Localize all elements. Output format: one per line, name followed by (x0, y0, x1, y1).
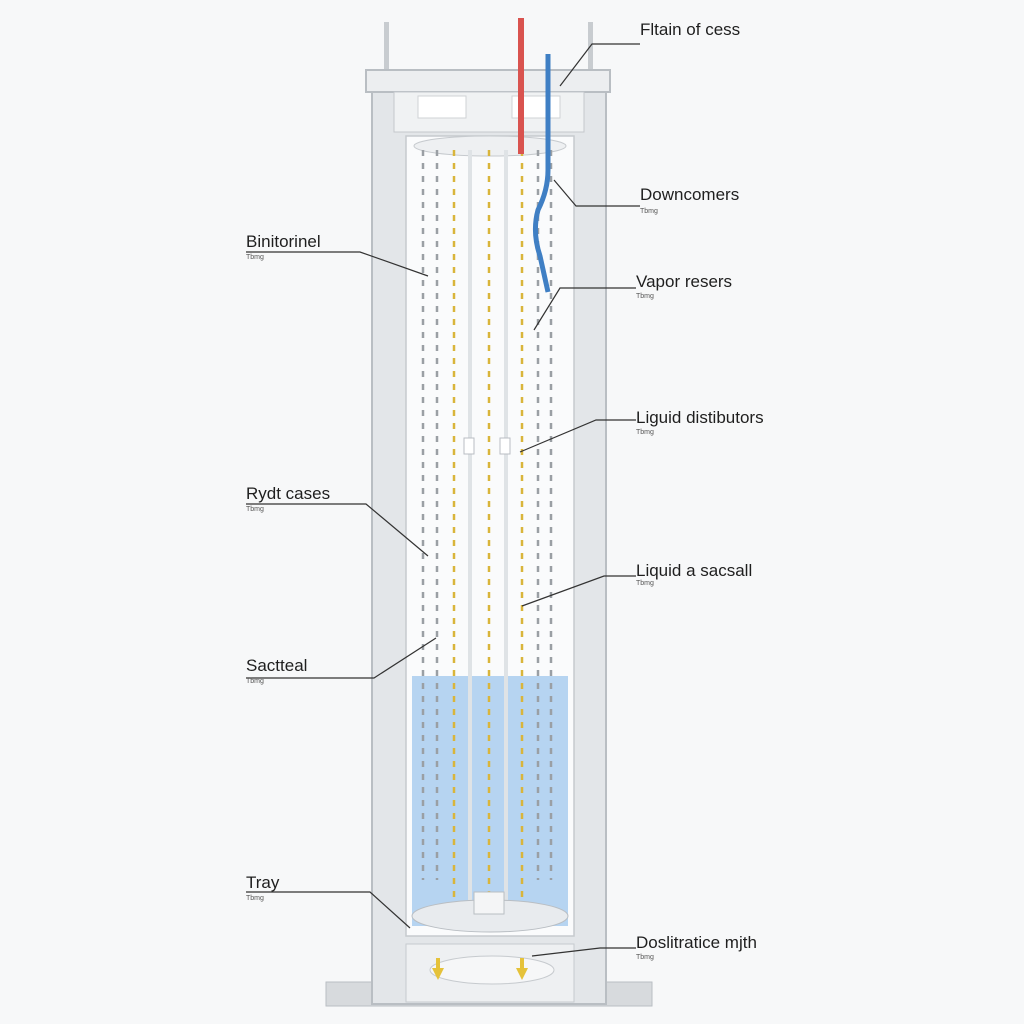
label-rydt-sub: Tbmg (246, 506, 264, 513)
internal-dashes (421, 150, 553, 900)
label-dosl-sub: Tbmg (636, 954, 654, 961)
distributor-block-right (499, 437, 511, 455)
top-rod-right (588, 22, 593, 74)
leader-downcomers (553, 179, 640, 207)
label-liquid-sacsall-title: Liquid a sacsall (636, 561, 753, 580)
label-vapor-sub: Tbmg (636, 293, 654, 300)
leader-lines (246, 43, 640, 957)
label-sactteal-title: Sactteal (246, 656, 308, 675)
label-vapor-title: Vapor resers (636, 272, 733, 291)
leader-dosl (531, 947, 636, 957)
leader-sactteal (246, 637, 437, 679)
leader-liquid-distributors (519, 419, 636, 453)
bottom-arrow-right-stem (520, 958, 524, 970)
bottom-arrow-left-stem (436, 958, 440, 970)
label-liquid-distributors-title: Liguid distibutors (636, 408, 764, 427)
top-rod-left (384, 22, 389, 74)
leader-top (559, 43, 640, 87)
bottom-arrow-left-icon (432, 968, 444, 980)
leader-liquid-sacsall (521, 575, 636, 607)
label-downcomers-sub: Tbmg (640, 208, 658, 215)
label-binitorinel-sub: Tbmg (246, 254, 264, 261)
label-binitorinel-title: Binitorinel (246, 232, 321, 251)
leader-tray (246, 891, 411, 929)
cold-pipe (532, 54, 551, 293)
leader-rydt (246, 503, 429, 557)
label-sactteal-sub: Tbmg (246, 678, 264, 685)
column-header-slot-left (417, 95, 467, 119)
label-rydt-title: Rydt cases (246, 484, 331, 503)
label-tray-title: Tray (246, 873, 280, 892)
leader-vapor (533, 287, 636, 331)
label-liquid-sacsall-sub: Tbmg (636, 580, 654, 587)
label-dosl-title: Doslitratice mjth (636, 933, 757, 952)
column-top-cap (365, 69, 611, 93)
label-liquid-distributors-sub: Tbmg (636, 429, 654, 436)
leader-binitorinel (246, 251, 429, 277)
bottom-arrow-right-icon (516, 968, 528, 980)
distributor-block-left (463, 437, 475, 455)
label-tray-sub: Tbmg (246, 895, 264, 902)
label-top-title: Fltain of cess (640, 20, 741, 39)
label-downcomers-title: Downcomers (640, 185, 740, 204)
bottom-bowl (429, 955, 555, 985)
tray-hub (473, 891, 505, 915)
